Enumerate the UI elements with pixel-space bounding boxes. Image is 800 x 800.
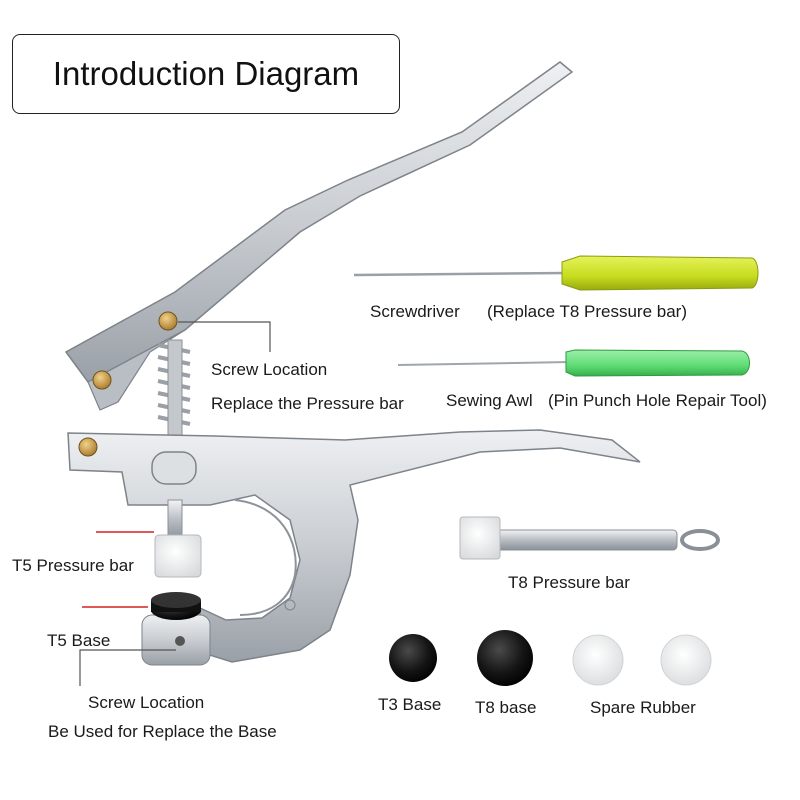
screw-icon [78,437,98,457]
label-screw-location-top: Screw Location [211,360,328,379]
t8-base-part [477,630,533,686]
screw-icon [158,311,178,331]
spare-rubber-part [660,634,712,686]
label-spare-rubber: Spare Rubber [590,698,696,717]
label-t8-base: T8 base [475,698,537,717]
t5-rod [167,499,183,541]
t3-base-part [389,634,437,682]
label-t3-base: T3 Base [378,695,442,714]
t8-pressure-bar-part [459,516,720,560]
tool-body [67,429,641,663]
label-t8-pressure-bar: T8 Pressure bar [508,573,630,592]
diagram-title: Introduction Diagram [12,34,400,114]
leader-line [178,321,271,352]
t5-base-part [141,592,211,666]
label-screw-location-bottom: Screw Location [88,693,205,712]
spring-rod [167,339,183,436]
slot [151,451,197,485]
label-screwdriver: Screwdriver [370,302,460,321]
leader-line [79,649,176,686]
label-sewing-awl: Sewing Awl [446,391,533,410]
sewing-awl-part [397,349,750,377]
spare-rubber-part [572,634,624,686]
label-t5-base: T5 Base [47,631,111,650]
label-replace-base: Be Used for Replace the Base [48,722,277,741]
label-screwdriver-note: (Replace T8 Pressure bar) [487,302,687,321]
screw-icon [92,370,112,390]
screwdriver-part [353,255,759,291]
label-sewing-awl-note: (Pin Punch Hole Repair Tool) [548,391,767,410]
upper-lever [64,61,574,411]
label-t5-pressure-bar: T5 Pressure bar [12,556,134,575]
label-replace-pressure-bar: Replace the Pressure bar [211,394,404,413]
t5-pressure-bar-part [154,534,202,578]
